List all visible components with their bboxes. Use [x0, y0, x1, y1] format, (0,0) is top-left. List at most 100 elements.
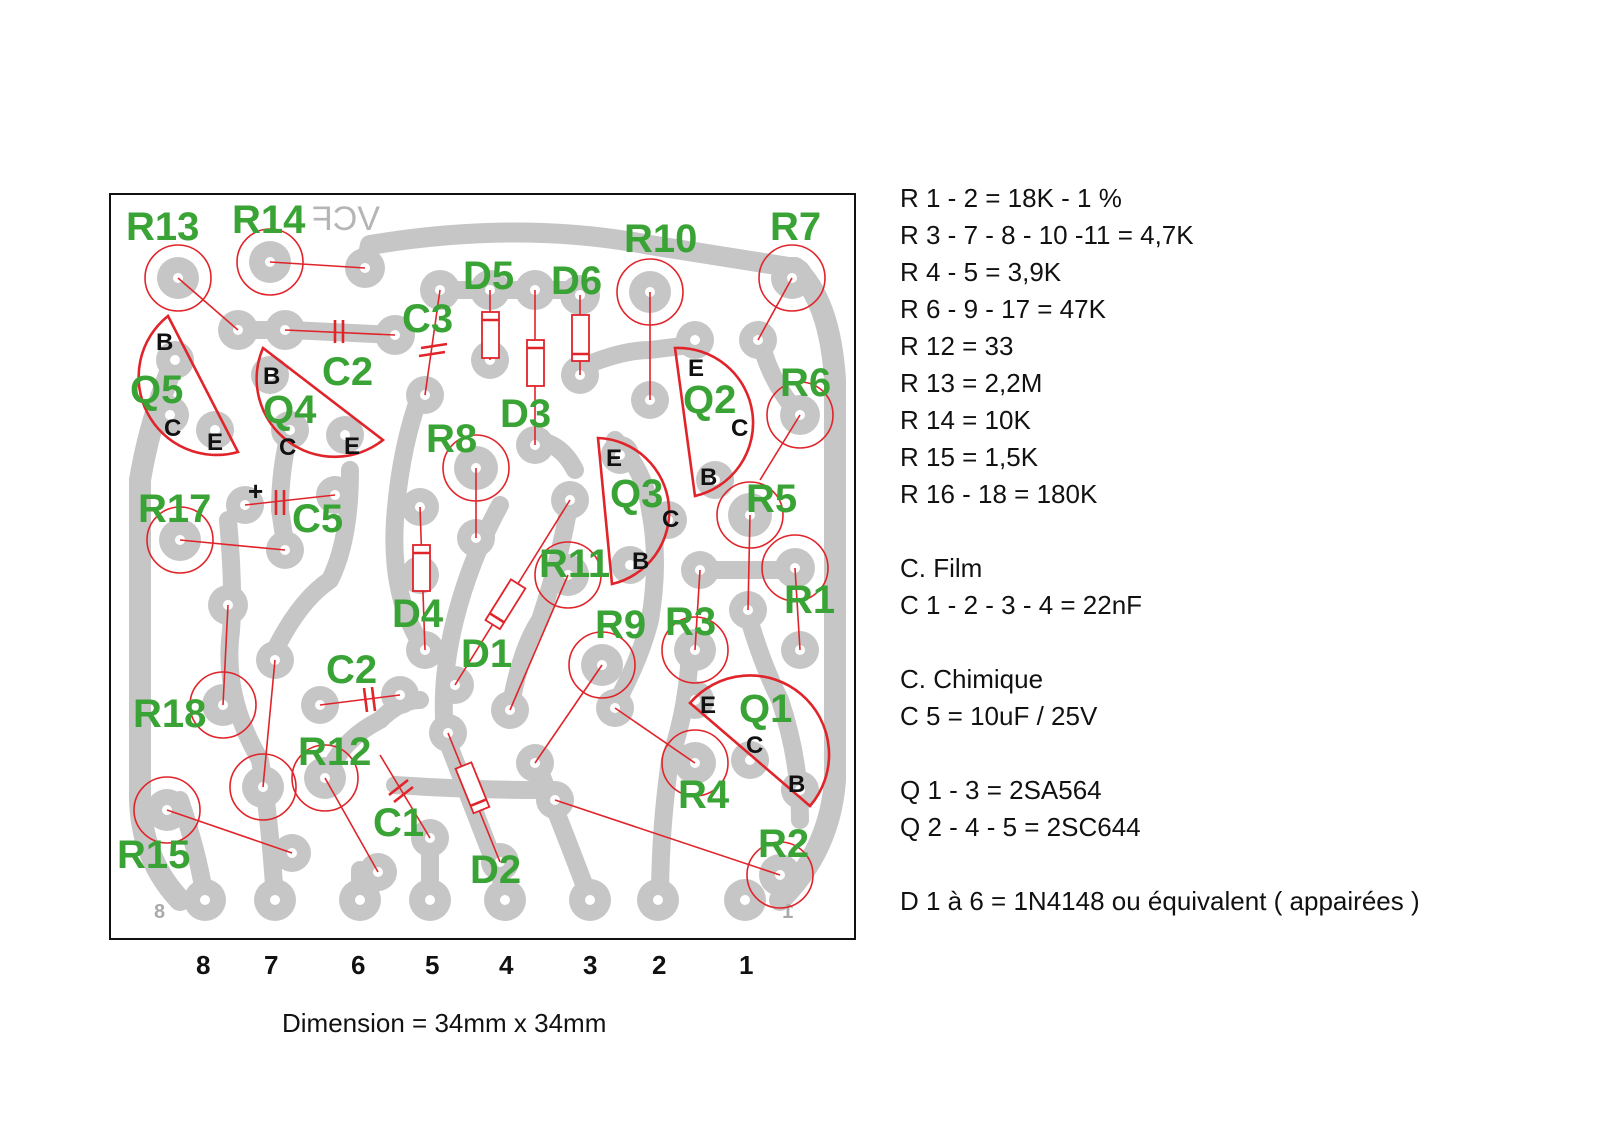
label-r12: R12	[298, 730, 371, 774]
legend-line: C 1 - 2 - 3 - 4 = 22nF	[900, 590, 1143, 620]
q4-outline	[255, 345, 386, 459]
connector-8: 8	[196, 950, 210, 980]
legend-line: R 3 - 7 - 8 - 10 -11 = 4,7K	[900, 220, 1194, 250]
label-r1: R1	[784, 578, 835, 622]
board-corner-right: 1	[783, 901, 794, 923]
label-r18: R18	[133, 692, 206, 736]
q1-pin-b: B	[788, 771, 805, 798]
q2-outline	[673, 346, 755, 498]
pad	[409, 879, 451, 921]
label-d3: D3	[500, 392, 551, 436]
connector-7: 7	[264, 950, 278, 980]
r15-outline	[133, 776, 293, 854]
legend-line: Q 2 - 4 - 5 = 2SC644	[900, 812, 1141, 842]
label-r3: R3	[665, 600, 716, 644]
label-d1: D1	[461, 632, 512, 676]
label-q3: Q3	[610, 472, 663, 516]
legend-line: R 4 - 5 = 3,9K	[900, 257, 1062, 287]
q3-pin-e: E	[606, 445, 622, 472]
pad	[696, 461, 734, 499]
legend-line: R 14 = 10K	[900, 405, 1031, 435]
capacitor-outlines	[244, 289, 448, 839]
pad	[151, 396, 189, 434]
q4-pin-e: E	[344, 433, 360, 460]
r11-outline	[509, 541, 602, 711]
pad	[326, 416, 364, 454]
c3-outline	[418, 289, 448, 396]
q1-pin-c: C	[746, 732, 763, 759]
r14-outline	[236, 228, 366, 296]
pad	[254, 879, 296, 921]
pad	[724, 879, 766, 921]
r2-outline	[554, 799, 814, 909]
legend-spacer	[900, 513, 1420, 550]
q5-pin-e: E	[207, 429, 223, 456]
label-d6: D6	[551, 259, 602, 303]
r8-outline	[442, 434, 510, 538]
d2-outline	[447, 732, 501, 863]
q3-pin-b: B	[632, 548, 649, 575]
q3-pin-c: C	[662, 506, 679, 533]
board-dimension: Dimension = 34mm x 34mm	[282, 1008, 607, 1038]
connector-3: 3	[583, 950, 597, 980]
connector-5: 5	[425, 950, 439, 980]
connector-1: 1	[739, 950, 753, 980]
label-q2: Q2	[683, 378, 736, 422]
c2-bottom-outline	[319, 686, 401, 713]
component-labels: R13 R14 R10 R7 R6 R5 R8 R11 R17 R1 R3 R9…	[117, 198, 835, 892]
legend-line: Q 1 - 3 = 2SA564	[900, 775, 1102, 805]
d4-outline	[412, 506, 431, 651]
r4-outline	[614, 707, 729, 797]
connector-4: 4	[499, 950, 514, 980]
label-r6: R6	[780, 361, 831, 405]
label-c2-bottom: C2	[326, 648, 377, 692]
legend-line: C. Chimique	[900, 664, 1044, 694]
pad	[184, 879, 226, 921]
r5-outline	[716, 481, 784, 611]
d5-outline	[481, 290, 500, 360]
label-q4: Q4	[263, 388, 317, 432]
pad	[611, 546, 649, 584]
parts-legend: R 1 - 2 = 18K - 1 % R 3 - 7 - 8 - 10 -11…	[900, 180, 1420, 920]
label-r15: R15	[117, 833, 190, 877]
label-c3: C3	[402, 297, 453, 341]
c5-outline	[244, 490, 336, 515]
label-r7: R7	[770, 205, 821, 249]
label-r13: R13	[126, 205, 199, 249]
pad	[484, 879, 526, 921]
diode-outlines	[412, 290, 590, 863]
label-r14: R14	[232, 198, 306, 242]
resistor-outlines	[133, 228, 834, 909]
d3-outline	[526, 290, 545, 445]
label-r11: R11	[539, 542, 610, 586]
q3-outline	[596, 436, 671, 586]
r1-outline	[761, 534, 829, 651]
q1-outline	[688, 674, 831, 808]
transistor-pin-letters: B C E B C E E C B E C B E C B +	[156, 329, 805, 798]
label-d4: D4	[392, 592, 444, 636]
r16-outline	[229, 659, 297, 821]
q4-pin-c: C	[279, 434, 296, 461]
q1-pin-e: E	[700, 692, 716, 719]
label-c2-top: C2	[322, 350, 373, 394]
legend-spacer	[900, 846, 1420, 883]
r7-outline	[757, 244, 826, 341]
d1-outline	[454, 499, 571, 686]
q4-pin-b: B	[263, 363, 280, 390]
pad	[637, 879, 679, 921]
c5-polarity-mark: +	[248, 476, 263, 506]
board-corner-left: 8	[154, 901, 165, 923]
pad	[251, 356, 289, 394]
r18-outline	[189, 604, 257, 739]
pad	[271, 411, 309, 449]
label-c5: C5	[292, 497, 343, 541]
pad	[569, 879, 611, 921]
label-r17: R17	[138, 487, 211, 531]
connector-2: 2	[652, 950, 666, 980]
legend-line: R 6 - 9 - 17 = 47K	[900, 294, 1106, 324]
label-r2: R2	[758, 822, 809, 866]
label-c1: C1	[373, 801, 424, 845]
connector-6: 6	[351, 950, 365, 980]
legend-line: R 16 - 18 = 180K	[900, 479, 1098, 509]
